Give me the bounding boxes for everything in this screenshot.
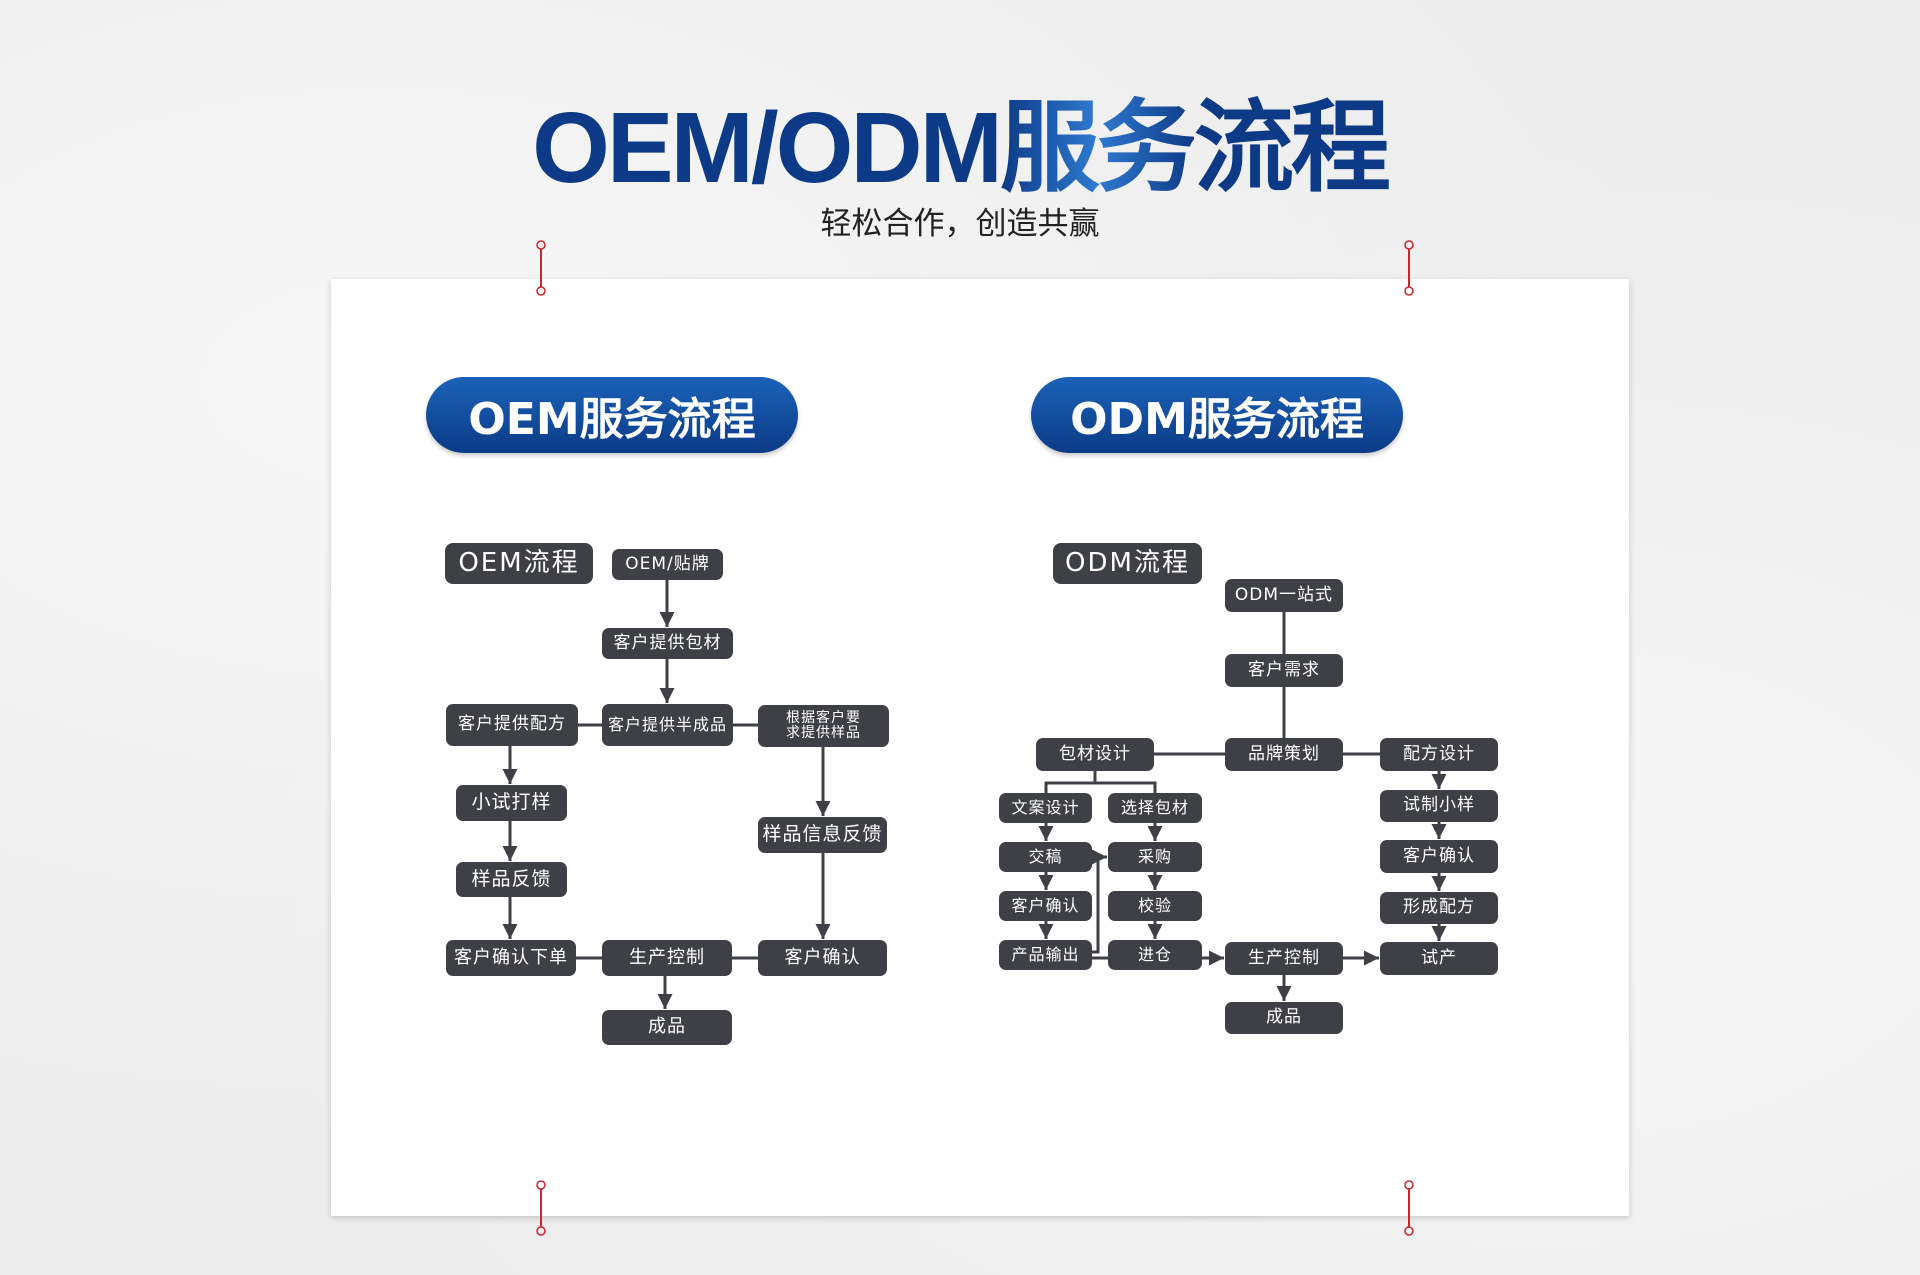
oem-node-confirm: 客户确认 <box>758 940 887 976</box>
oem-node-sample-info: 样品信息反馈 <box>758 817 887 853</box>
odm-node-trial: 试制小样 <box>1380 790 1498 822</box>
oem-node-production: 生产控制 <box>602 940 732 976</box>
odm-node-trial-production: 试产 <box>1380 942 1498 975</box>
oem-node-formula: 客户提供配方 <box>446 704 578 746</box>
odm-node-formula-done: 形成配方 <box>1380 892 1498 924</box>
pin-icon <box>1404 1180 1414 1236</box>
odm-node-purchase: 采购 <box>1108 842 1202 872</box>
oem-pill-heading: OEM服务流程 <box>426 377 798 453</box>
oem-node-feedback: 样品反馈 <box>456 862 567 897</box>
oem-flow-label: OEM流程 <box>445 543 593 584</box>
page-title: OEM/ODM服务流程 <box>0 66 1920 211</box>
oem-node-finished: 成品 <box>602 1010 732 1045</box>
odm-node-confirm-right: 客户确认 <box>1380 840 1498 873</box>
odm-node-brand: 品牌策划 <box>1225 738 1343 771</box>
odm-node-production: 生产控制 <box>1225 942 1343 975</box>
subtitle: 轻松合作，创造共赢 <box>820 206 1100 242</box>
title-prefix: OEM/ODM <box>532 92 1003 204</box>
odm-node-copy: 文案设计 <box>999 793 1092 823</box>
oem-node-semi: 客户提供半成品 <box>602 704 733 746</box>
pin-icon <box>1404 240 1414 296</box>
odm-node-formula-design: 配方设计 <box>1380 738 1498 771</box>
oem-node-start: OEM/贴牌 <box>612 549 723 580</box>
odm-node-start: ODM一站式 <box>1225 579 1343 612</box>
odm-node-finished: 成品 <box>1225 1002 1343 1034</box>
odm-node-select-pack: 选择包材 <box>1108 793 1202 823</box>
odm-node-pack-design: 包材设计 <box>1036 738 1154 771</box>
pin-icon <box>536 240 546 296</box>
oem-node-order: 客户确认下单 <box>446 940 576 976</box>
oem-node-pack: 客户提供包材 <box>602 628 733 659</box>
odm-node-output: 产品输出 <box>999 940 1092 970</box>
title-highlight: 服务 <box>999 92 1197 204</box>
odm-node-demand: 客户需求 <box>1225 654 1343 687</box>
pin-icon <box>536 1180 546 1236</box>
odm-pill-heading: ODM服务流程 <box>1031 377 1403 453</box>
odm-flow-label: ODM流程 <box>1053 543 1202 584</box>
oem-node-sample-request: 根据客户要求提供样品 <box>758 705 889 747</box>
odm-node-inspect: 校验 <box>1108 891 1202 921</box>
odm-node-submit: 交稿 <box>999 842 1092 872</box>
title-suffix: 流程 <box>1193 92 1391 204</box>
odm-node-warehouse: 进仓 <box>1108 940 1202 970</box>
odm-node-confirm-left: 客户确认 <box>999 891 1092 921</box>
oem-node-trial: 小试打样 <box>456 785 567 821</box>
